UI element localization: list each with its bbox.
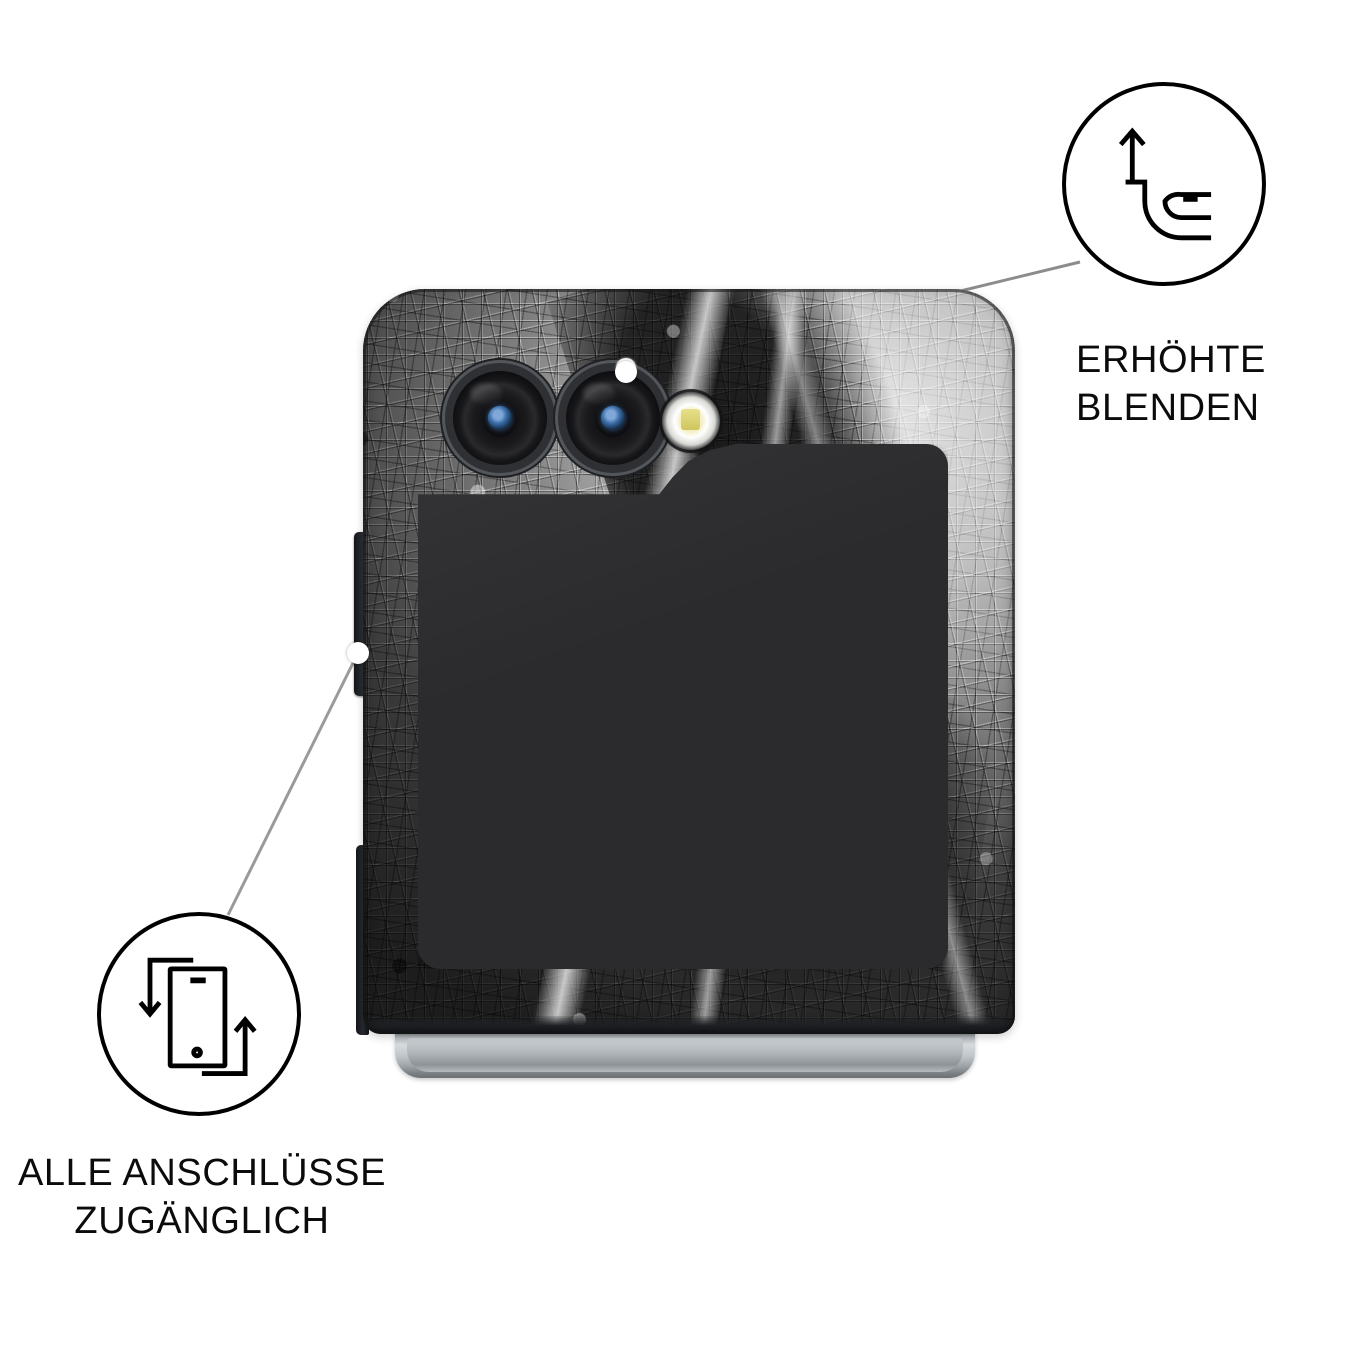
leader-line-bottom [226,652,360,916]
cover-screen-gloss [418,444,948,969]
callout-label-port-access: ALLE ANSCHLÜSSE ZUGÄNGLICH [17,1152,387,1242]
wide-camera-lens [453,371,547,465]
phone-in-case [354,289,1015,1035]
leader-endpoint-port [347,642,369,664]
leader-endpoint-camera [615,361,637,383]
callout-raised-bezels [1062,82,1266,286]
led-flash [662,392,720,450]
cover-screen[interactable] [418,444,948,969]
cover-screen-upper [655,444,948,744]
callout-label-raised-bezels: ERHÖHTE BLENDEN [1076,339,1266,429]
phone-rotate-access-icon [138,957,257,1076]
raised-camera-bezel-icon [1118,127,1212,241]
ultrawide-camera-lens [566,371,660,465]
callout-port-access [97,912,301,1116]
case-bottom-lip [363,1016,1015,1034]
